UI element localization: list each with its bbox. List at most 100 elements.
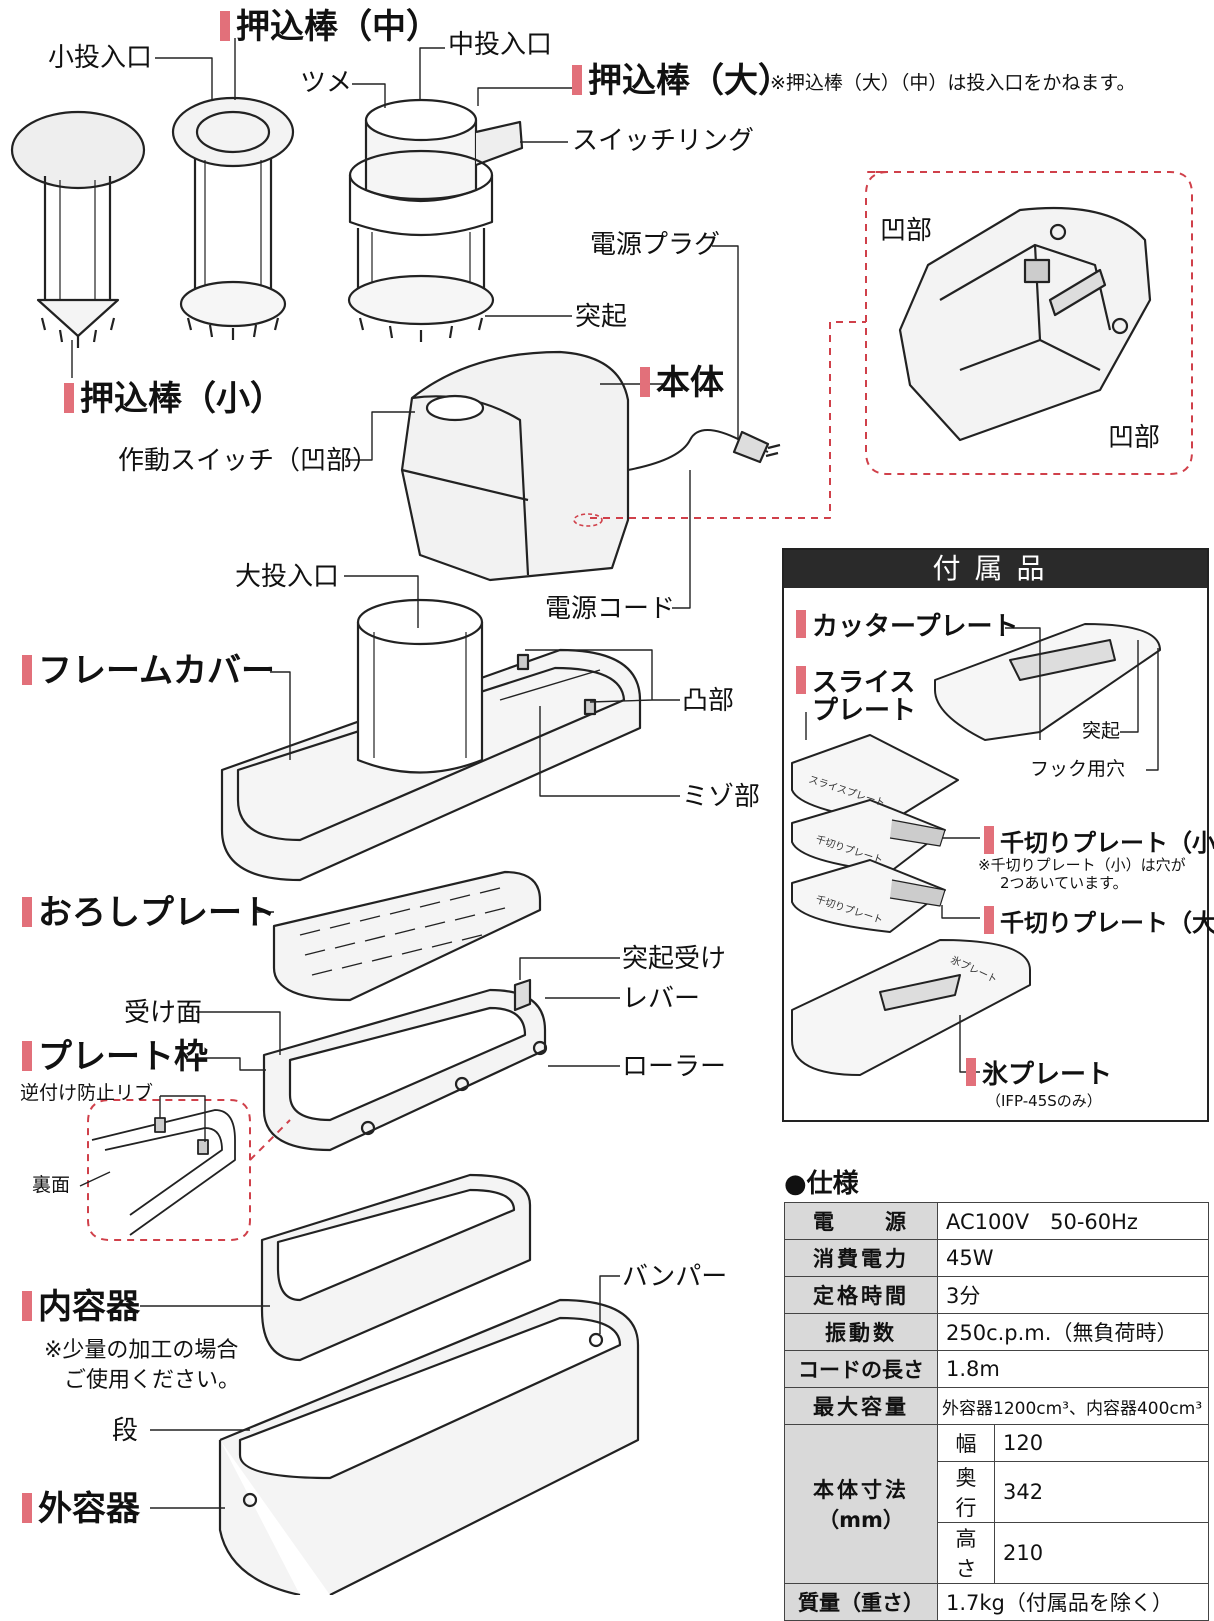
- label-protrusion-receiver: 突起受け: [622, 944, 727, 974]
- label-operation-switch: 作動スイッチ（凹部）: [118, 446, 379, 476]
- pusher-small-drawing: [10, 110, 146, 348]
- label-protrusion: 突起: [575, 302, 628, 332]
- pusher-large-drawing: [347, 98, 524, 342]
- label-bumper: バンパー: [622, 1262, 728, 1292]
- label-claw: ツメ: [300, 68, 353, 98]
- leader-lines: [71, 38, 1159, 1509]
- spec-title: ●仕様: [784, 1169, 859, 1199]
- outer-container-drawing: [218, 1298, 640, 1595]
- label-power-plug: 電源プラグ: [590, 230, 721, 260]
- spec-value: 210: [994, 1522, 1209, 1584]
- accent-tag: [796, 666, 806, 694]
- label-pusher-medium: 押込棒（中）: [220, 10, 440, 44]
- spec-key: 最大容量: [784, 1387, 938, 1425]
- label-ice-plate: 氷プレート: [966, 1058, 1112, 1088]
- accessory-plates-drawing: [791, 623, 1161, 1076]
- spec-value: 120: [994, 1424, 1209, 1462]
- label-recess-top: 凹部: [880, 216, 933, 246]
- label-pusher-large: 押込棒（大）: [572, 64, 792, 98]
- accent-tag: [22, 655, 32, 685]
- spec-key: 定格時間: [784, 1276, 938, 1314]
- accent-tag: [22, 1291, 32, 1321]
- plate-frame-drawing: [262, 978, 548, 1152]
- label-power-cord: 電源コード: [545, 594, 676, 624]
- label-slice-plate-1: スライス: [796, 666, 915, 696]
- label-julienne-small: 千切りプレート（小）: [984, 826, 1214, 855]
- note-inner-container-2: ご使用ください。: [64, 1368, 241, 1393]
- accent-tag: [984, 906, 994, 934]
- label-recess-bottom: 凹部: [1108, 423, 1161, 453]
- accessories-box: 付属品: [782, 548, 1209, 1122]
- accent-tag: [572, 65, 582, 95]
- table-row: 最大容量外容器1200cm³、内容器400cm³: [784, 1387, 1209, 1425]
- spec-sub-key: 高さ: [937, 1522, 995, 1584]
- accent-tag: [796, 610, 806, 638]
- spec-key: 消費電力: [784, 1239, 938, 1277]
- label-hook-hole: フック用穴: [1030, 758, 1126, 780]
- label-frame-cover: フレームカバー: [22, 654, 275, 688]
- spec-value: 3分: [937, 1276, 1209, 1314]
- frame-cover-drawing: [220, 598, 642, 882]
- label-groove: ミゾ部: [682, 782, 761, 812]
- inner-container-drawing: [260, 1173, 532, 1362]
- spec-key: 質量（重さ）: [784, 1583, 938, 1621]
- accent-tag: [220, 11, 230, 41]
- label-medium-inlet: 中投入口: [448, 30, 553, 60]
- label-back-side: 裏面: [32, 1174, 71, 1196]
- grater-plate-drawing: [272, 870, 542, 1002]
- note-julienne-small-2: 2つあいています。: [1000, 874, 1128, 892]
- note-pusher-large: ※押込棒（大）（中）は投入口をかねます。: [770, 72, 1136, 94]
- label-slice-plate-2: プレート: [812, 696, 917, 726]
- plate-frame-back-drawing: [91, 1109, 236, 1236]
- main-body-drawing: [400, 350, 781, 582]
- label-julienne-large: 千切りプレート（大）: [984, 906, 1214, 935]
- spec-key-dimensions: 本体寸法（mm）: [784, 1424, 938, 1584]
- label-roller: ローラー: [622, 1052, 727, 1082]
- accessories-title: 付属品: [784, 550, 1207, 588]
- accent-tag: [22, 897, 32, 927]
- label-switch-ring: スイッチリング: [572, 126, 755, 156]
- accent-tag: [22, 1493, 32, 1523]
- spec-value: AC100V 50-60Hz: [937, 1202, 1209, 1240]
- label-outer-container: 外容器: [22, 1492, 140, 1526]
- spec-key: 電 源: [784, 1202, 938, 1240]
- spec-value: 外容器1200cm³、内容器400cm³: [937, 1387, 1209, 1425]
- pusher-medium-drawing: [171, 96, 295, 340]
- label-large-inlet: 大投入口: [235, 562, 340, 592]
- label-main-body: 本体: [640, 366, 724, 400]
- accent-tag: [22, 1041, 32, 1071]
- note-julienne-small-1: ※千切りプレート（小）は穴が: [978, 856, 1186, 874]
- label-pusher-small: 押込棒（小）: [64, 382, 284, 416]
- label-step: 段: [112, 1416, 139, 1446]
- label-cutter-plate: カッタープレート: [796, 610, 1018, 640]
- label-lever: レバー: [622, 984, 701, 1014]
- spec-key: 振動数: [784, 1313, 938, 1351]
- label-inner-container: 内容器: [22, 1290, 140, 1324]
- spec-value: 1.7kg（付属品を除く）: [937, 1583, 1209, 1621]
- accent-tag: [640, 367, 650, 397]
- spec-sub-key: 幅: [937, 1424, 995, 1462]
- label-small-inlet: 小投入口: [48, 43, 153, 73]
- table-row: 質量（重さ）1.7kg（付属品を除く）: [784, 1583, 1209, 1621]
- spec-value: 342: [994, 1461, 1209, 1523]
- spec-value: 1.8m: [937, 1350, 1209, 1388]
- body-bottom-drawing: [898, 206, 1152, 442]
- label-reverse-prevention-rib: 逆付け防止リブ: [20, 1082, 154, 1104]
- accent-tag: [984, 826, 994, 854]
- label-convex-part: 凸部: [682, 686, 735, 716]
- label-plate-frame: プレート枠: [22, 1040, 208, 1074]
- spec-sub-key: 奥行: [937, 1461, 995, 1523]
- note-inner-container-1: ※少量の加工の場合: [44, 1338, 239, 1363]
- label-acc-protrusion: 突起: [1082, 720, 1121, 742]
- note-ice-plate: （IFP-45Sのみ）: [986, 1092, 1102, 1110]
